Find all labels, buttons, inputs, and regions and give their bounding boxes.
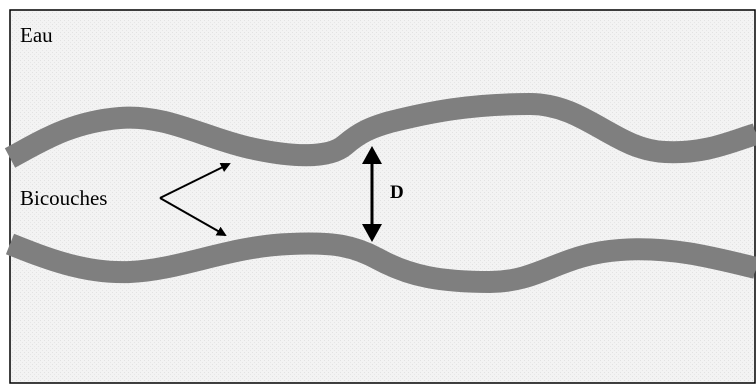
upper-bilayer xyxy=(4,92,756,168)
distance-label: D xyxy=(390,182,404,203)
pointer-arrow-upper xyxy=(159,163,231,199)
bilayers-label: Bicouches xyxy=(20,186,107,210)
water-label: Eau xyxy=(20,23,53,47)
distance-arrow-head-top xyxy=(362,146,382,164)
pointer-arrow-lower xyxy=(159,197,227,236)
distance-arrow-head-bottom xyxy=(362,224,382,242)
water-region xyxy=(9,9,756,384)
lower-bilayer xyxy=(5,232,756,294)
